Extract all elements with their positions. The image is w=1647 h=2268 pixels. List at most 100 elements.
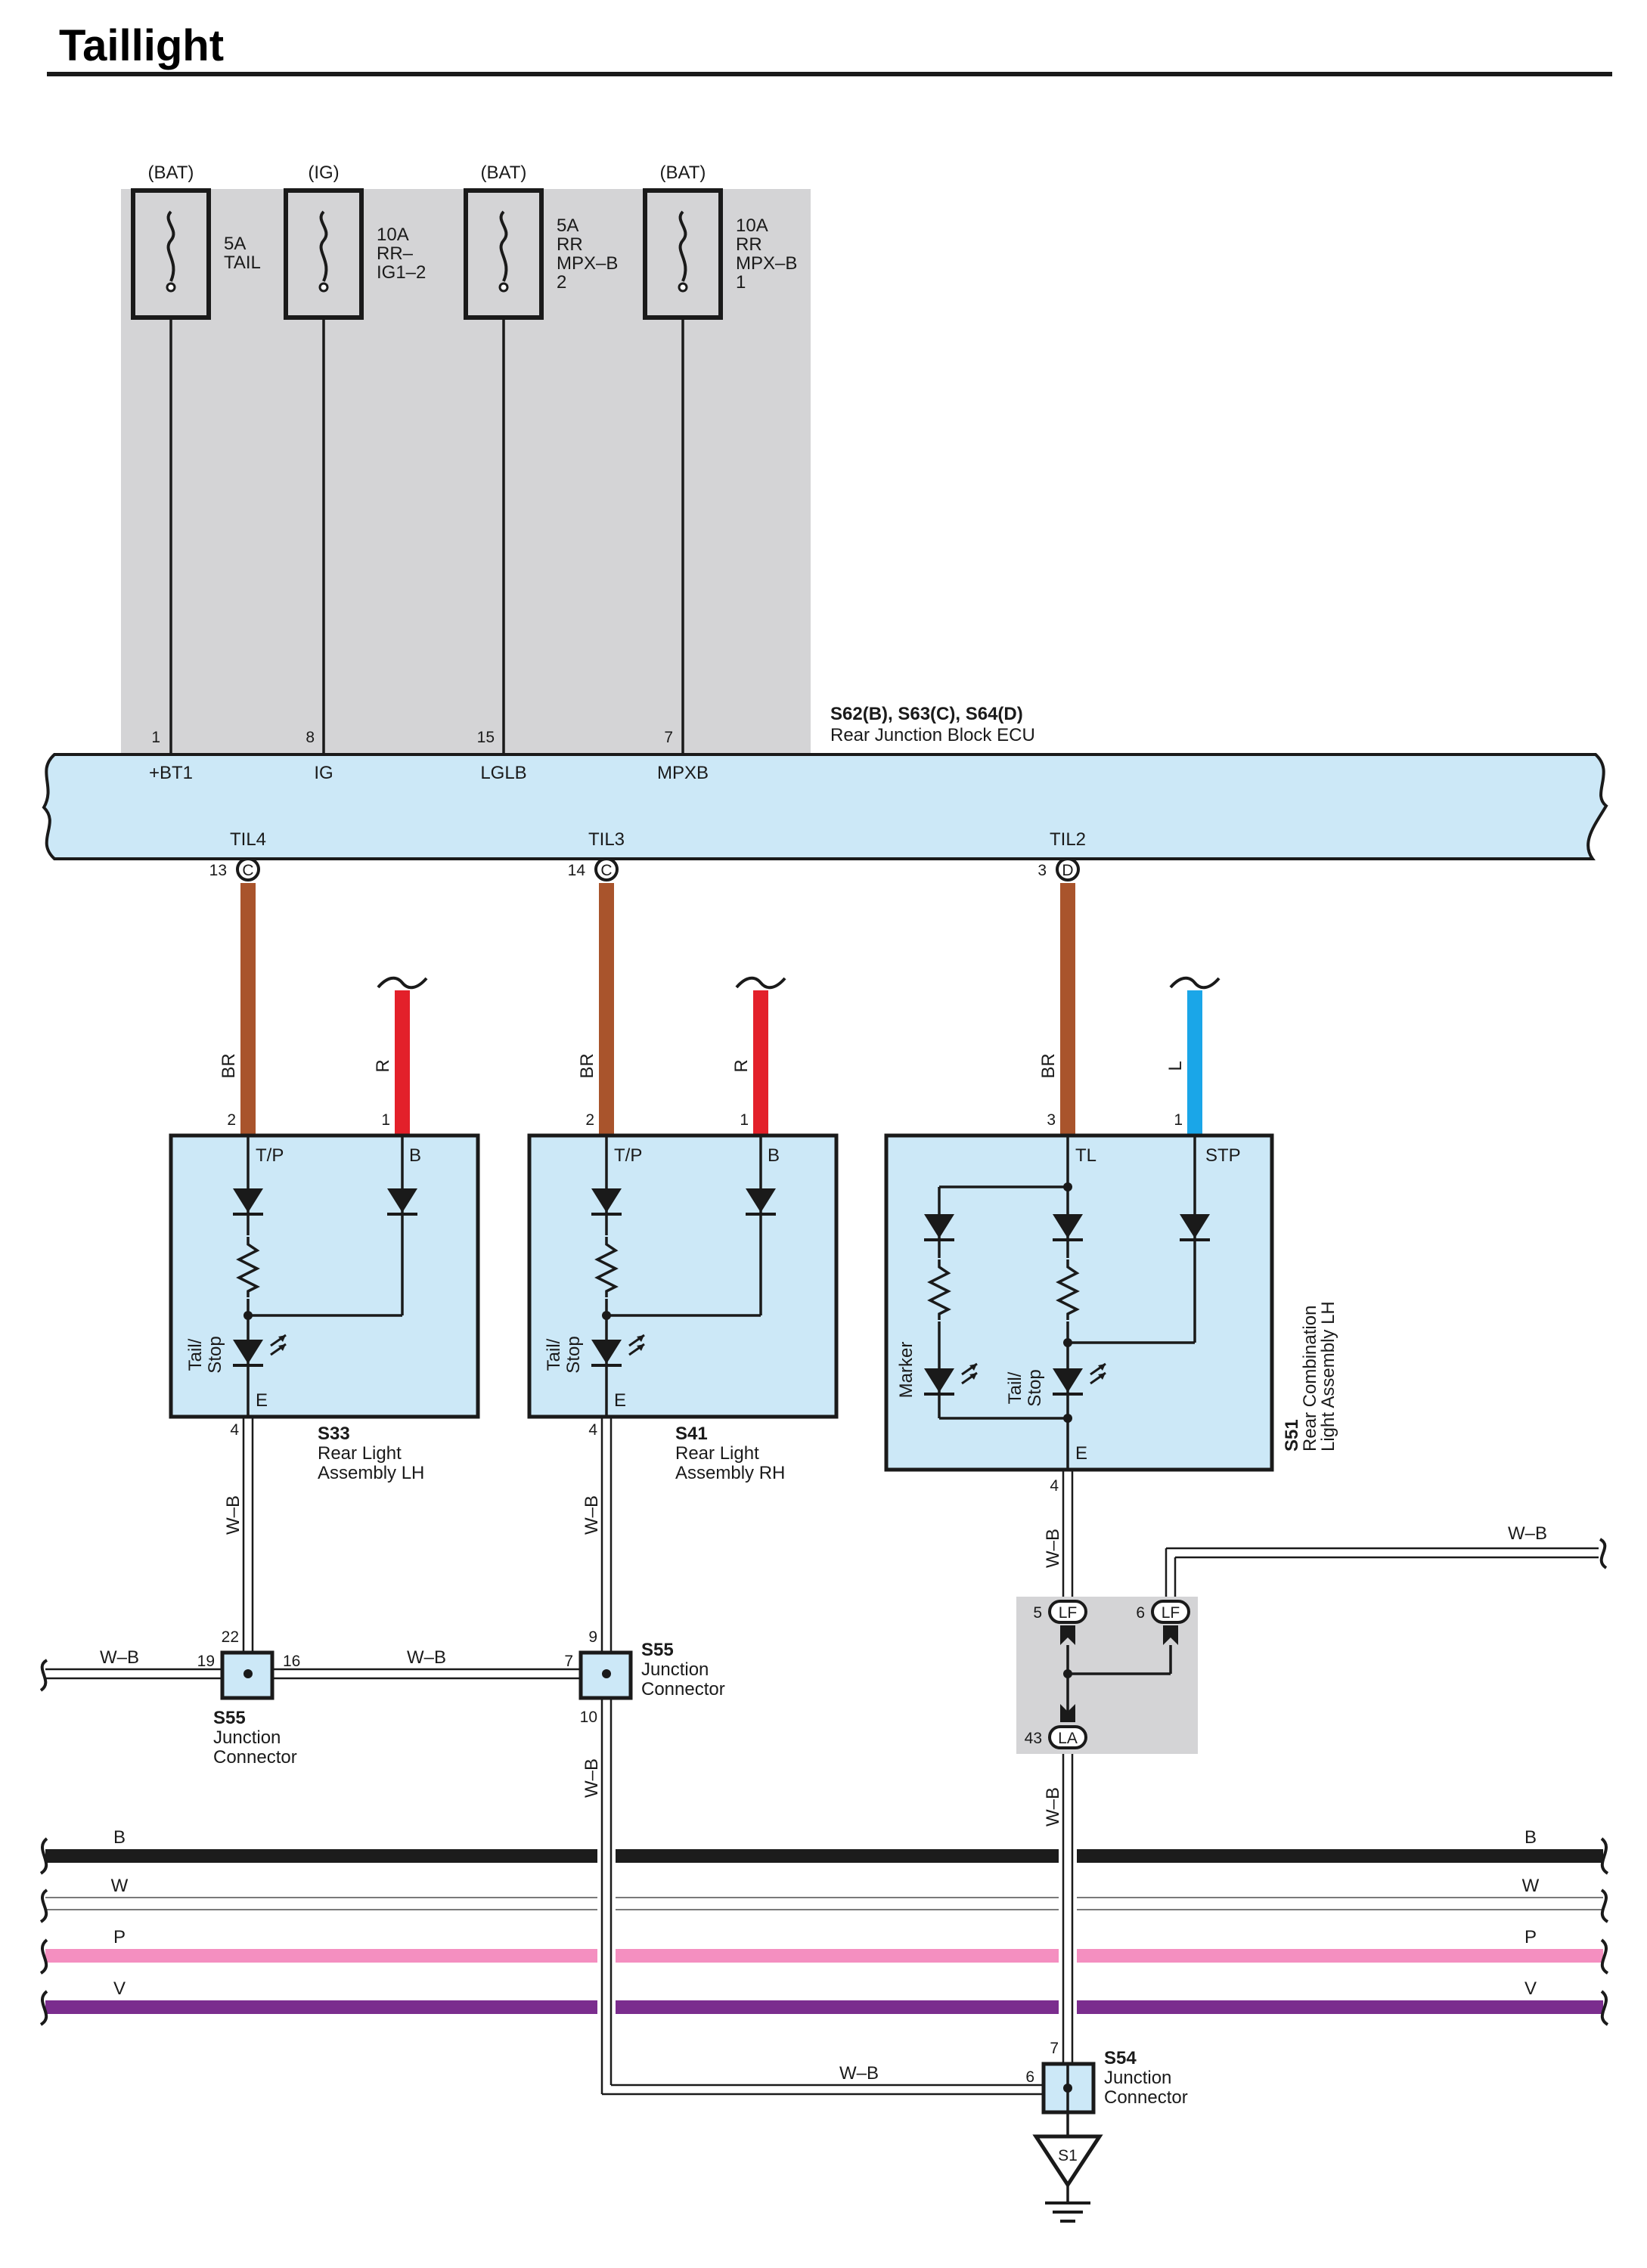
svg-text:Assembly RH: Assembly RH: [675, 1463, 785, 1483]
svg-text:TL: TL: [1075, 1145, 1096, 1166]
fuse-2: (IG) 10A RR– IG1–2 8: [284, 163, 426, 754]
ecu-terminal: TIL3: [588, 829, 625, 850]
wire-break-icon: [735, 976, 786, 990]
svg-text:14: 14: [568, 862, 586, 879]
fuse-name: RR: [736, 234, 762, 255]
pin-number: 2: [227, 1111, 236, 1129]
fuse-source: (IG): [308, 163, 339, 183]
pin-number: 3: [1047, 1111, 1056, 1129]
svg-text:S33: S33: [318, 1424, 350, 1444]
svg-text:T/P: T/P: [256, 1145, 284, 1166]
svg-text:Junction: Junction: [213, 1727, 281, 1748]
svg-text:B: B: [768, 1145, 780, 1166]
svg-text:43: 43: [1025, 1730, 1042, 1747]
wire-l: [1187, 990, 1202, 1134]
junction-connector-s55-right: 9 7 10 W–B S55 Junction Connector: [564, 1628, 724, 1798]
svg-text:Assembly LH: Assembly LH: [318, 1463, 424, 1483]
svg-text:7: 7: [564, 1653, 573, 1670]
fuse-name: RR–: [377, 243, 414, 264]
pin-number: 1: [151, 729, 160, 746]
fuse-icon: [319, 210, 328, 282]
svg-text:Junction: Junction: [641, 1659, 709, 1680]
wire-color-label: W–B: [1043, 1787, 1063, 1826]
svg-text:S51: S51: [1282, 1419, 1302, 1452]
svg-text:LF: LF: [1059, 1604, 1078, 1622]
fuse-rating: 10A: [736, 215, 768, 236]
ecu-output-3: 3 D: [1038, 857, 1080, 881]
svg-text:W–B: W–B: [839, 2063, 879, 2084]
ecu-terminal: IG: [314, 763, 333, 783]
ecu-block: [42, 753, 1608, 860]
wire-color-label: R: [731, 1059, 752, 1072]
svg-text:7: 7: [1050, 2040, 1059, 2057]
svg-text:S55: S55: [641, 1640, 674, 1660]
fuse-icon: [166, 210, 175, 282]
svg-text:S54: S54: [1104, 2048, 1137, 2068]
fuse-name: TAIL: [224, 253, 261, 273]
wire-color-label: W–B: [223, 1495, 243, 1535]
pin-number: 4: [588, 1421, 597, 1439]
fuse-source: (BAT): [481, 163, 527, 183]
wire-break-icon: [39, 1659, 48, 1692]
svg-text:B: B: [409, 1145, 421, 1166]
svg-text:S1: S1: [1058, 2147, 1078, 2164]
pin-number: 8: [306, 729, 315, 746]
svg-text:Connector: Connector: [1104, 2087, 1188, 2108]
svg-text:B: B: [1524, 1827, 1537, 1848]
bus-lines: B W P V B W P V: [39, 1827, 1609, 2026]
svg-text:T/P: T/P: [614, 1145, 642, 1166]
fuse-name: RR: [557, 234, 583, 255]
wire-br: [240, 883, 256, 1134]
svg-text:10: 10: [580, 1709, 597, 1726]
wire-r: [753, 990, 768, 1134]
svg-text:E: E: [1075, 1443, 1087, 1464]
ecu-output-1: 13 C: [209, 857, 260, 881]
svg-text:P: P: [1524, 1927, 1537, 1947]
svg-text:5: 5: [1033, 1604, 1042, 1622]
wire-color-label: L: [1165, 1061, 1186, 1070]
pin-number: 1: [1174, 1111, 1183, 1129]
svg-text:C: C: [242, 862, 253, 879]
svg-text:Tail/: Tail/: [544, 1338, 564, 1371]
ecu-terminal: TIL2: [1050, 829, 1086, 850]
wire-color-label: W–B: [582, 1495, 602, 1535]
svg-text:3: 3: [1038, 862, 1047, 879]
svg-text:Stop: Stop: [205, 1336, 225, 1373]
svg-text:Light Assembly LH: Light Assembly LH: [1318, 1301, 1338, 1452]
svg-text:E: E: [614, 1390, 626, 1411]
fuse-4: (BAT) 10A RR MPX–B 1 7: [643, 163, 797, 754]
ecu-terminal: TIL4: [230, 829, 266, 850]
svg-text:16: 16: [283, 1653, 300, 1670]
wire-break-icon: [1169, 976, 1221, 990]
svg-text:13: 13: [209, 862, 227, 879]
svg-text:Marker: Marker: [896, 1342, 917, 1399]
svg-text:W: W: [111, 1876, 129, 1896]
svg-text:W: W: [1522, 1876, 1540, 1896]
fuse-icon: [678, 210, 687, 282]
fuse-source: (BAT): [660, 163, 706, 183]
junction-connector-s54: 7 6 W–B S54 Junction Connector: [839, 2040, 1188, 2115]
rear-light-assembly-lh: T/P B Tail/ Stop E S33 Rear Light Assemb…: [169, 1133, 480, 1483]
svg-text:Stop: Stop: [563, 1336, 584, 1373]
svg-text:Rear Light: Rear Light: [675, 1443, 759, 1464]
fuse-1: (BAT) 5A TAIL 1: [131, 163, 261, 754]
svg-text:Connector: Connector: [213, 1747, 297, 1768]
svg-text:LA: LA: [1058, 1730, 1078, 1747]
junction-connector-s55-left: 22 19 16 W–B W–B S55 Junction Connector: [100, 1628, 446, 1768]
fuse-name: 1: [736, 272, 746, 293]
ecu-terminal: +BT1: [149, 763, 193, 783]
svg-text:STP: STP: [1205, 1145, 1241, 1166]
wire-break-icon: [1599, 1538, 1608, 1569]
svg-text:LF: LF: [1162, 1604, 1180, 1622]
fuse-name: 2: [557, 272, 566, 293]
ground-icon: [1032, 2134, 1103, 2189]
wire-color-label: W–B: [1043, 1529, 1063, 1568]
fuse-rating: 5A: [557, 215, 578, 236]
svg-text:W–B: W–B: [100, 1647, 139, 1668]
lf-junction-block: LF 5 LF 6 LA 43: [1016, 1597, 1198, 1754]
rear-light-assembly-rh: T/P B Tail/ Stop E S41 Rear Light Assemb…: [527, 1133, 839, 1483]
rear-combination-light-assembly-lh: TL STP Marker Tail/ Stop E S51 Rear Comb…: [884, 1133, 1338, 1472]
fuse-rating: 5A: [224, 234, 246, 254]
pin-number: 4: [1050, 1477, 1059, 1495]
